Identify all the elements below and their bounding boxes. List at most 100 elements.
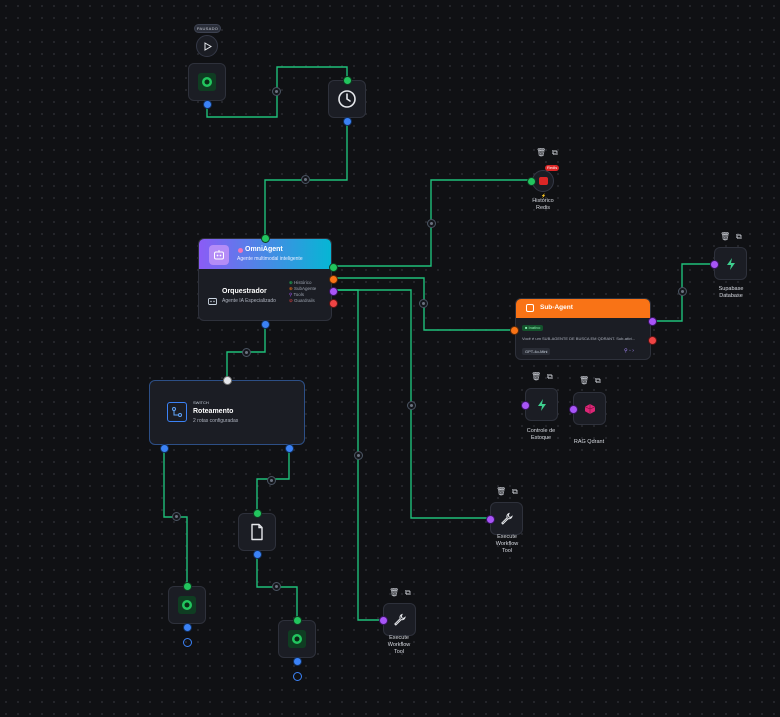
duplicate-icon[interactable]: ⧉	[595, 376, 601, 385]
exec1-label-line3: Tool	[501, 548, 513, 554]
subagent-guardrails-handle[interactable]	[648, 336, 657, 345]
supabase-label-line1: Supabase	[718, 286, 744, 292]
add-node-icon[interactable]	[183, 638, 192, 647]
omniagent-output-handle[interactable]	[261, 320, 270, 329]
exec2-label-line1: Execute	[389, 635, 409, 641]
exec2-input-handle[interactable]	[379, 616, 388, 625]
historico-output-handle[interactable]	[329, 263, 338, 272]
subagent-input-handle[interactable]	[510, 326, 519, 335]
historico-label: Histórico Redis	[522, 198, 564, 212]
historico-input-handle[interactable]	[527, 177, 536, 186]
route1-app-icon	[178, 596, 196, 614]
supabase-input-handle[interactable]	[710, 260, 719, 269]
trigger-node[interactable]	[188, 63, 226, 109]
port-historico-label: Histórico	[294, 280, 312, 285]
port-list: ⊕ Histórico ⊕ SubAgente ⚲ Tools ⊘ Guardr…	[289, 280, 316, 304]
omniagent-node[interactable]: OmniAgent Agente multimodal inteligente …	[198, 234, 338, 329]
edge-marker[interactable]	[172, 512, 181, 521]
rag-input-handle[interactable]	[569, 405, 578, 414]
omniagent-subtitle: Agente multimodal inteligente	[237, 256, 303, 262]
route1-input-handle[interactable]	[183, 582, 192, 591]
duplicate-icon[interactable]: ⧉	[552, 148, 558, 157]
play-icon	[204, 41, 212, 51]
delete-icon[interactable]: 🗑	[531, 372, 542, 381]
file-output-handle[interactable]	[253, 550, 262, 559]
switch-route2-handle[interactable]	[285, 444, 294, 453]
status-dot	[238, 248, 243, 253]
edge-marker[interactable]	[301, 175, 310, 184]
duplicate-icon[interactable]: ⧉	[512, 487, 518, 496]
execute-button[interactable]	[196, 35, 218, 57]
omniagent-input-handle[interactable]	[261, 234, 270, 243]
trigger-app-icon	[198, 73, 216, 91]
historico-status-dot: ⚡	[541, 193, 546, 198]
schedule-input-handle[interactable]	[343, 76, 352, 85]
edge-marker[interactable]	[419, 299, 428, 308]
edge-marker[interactable]	[407, 401, 416, 410]
port-subagente-label: SubAgente	[294, 286, 317, 291]
guardrails-output-handle[interactable]	[329, 299, 338, 308]
rag-node[interactable]	[569, 392, 606, 425]
subagent-description: Você é um SUB-AGENTE DE BUSCA EM QDRANT.…	[522, 336, 636, 341]
wrench-icon	[501, 512, 513, 525]
redis-icon	[538, 177, 548, 185]
duplicate-icon[interactable]: ⧉	[405, 588, 411, 597]
file-icon	[251, 523, 263, 541]
trigger-output-handle[interactable]	[203, 100, 212, 109]
delete-icon[interactable]: 🗑	[536, 148, 547, 157]
switch-route1-handle[interactable]	[160, 444, 169, 453]
bolt-icon	[726, 257, 735, 270]
delete-icon[interactable]: 🗑	[389, 588, 400, 597]
edge-marker[interactable]	[272, 87, 281, 96]
delete-icon[interactable]: 🗑	[579, 376, 590, 385]
switch-node[interactable]: SWITCH Roteamento 2 rotas configuradas	[149, 376, 305, 453]
controle-node[interactable]	[521, 388, 558, 421]
route2-input-handle[interactable]	[293, 616, 302, 625]
exec2-node[interactable]	[379, 603, 416, 636]
controle-label: Controle de Estoque	[516, 428, 566, 442]
status-badge-label: PAUSADO	[196, 26, 219, 31]
schedule-node[interactable]	[328, 76, 366, 126]
switch-title: Roteamento	[193, 408, 234, 415]
route2-output-handle[interactable]	[293, 657, 302, 666]
switch-badge: SWITCH	[193, 400, 209, 405]
supabase-node[interactable]	[710, 247, 747, 280]
schedule-output-handle[interactable]	[343, 117, 352, 126]
bolt-icon	[537, 398, 546, 411]
subagent-output-handle[interactable]	[329, 275, 338, 284]
switch-input-handle[interactable]	[223, 376, 232, 385]
add-node-icon[interactable]	[293, 672, 302, 681]
subagent-actions: ⚲ ◦ ›	[624, 348, 634, 354]
historico-node[interactable]: Redis	[527, 165, 560, 192]
tools-output-handle[interactable]	[329, 287, 338, 296]
route1-node[interactable]	[168, 582, 206, 632]
file-input-handle[interactable]	[253, 509, 262, 518]
exec1-input-handle[interactable]	[486, 515, 495, 524]
file-node[interactable]	[238, 509, 276, 559]
role-title: Orquestrador	[222, 288, 267, 295]
delete-icon[interactable]: 🗑	[496, 487, 507, 496]
historico-label-line1: Histórico	[532, 198, 554, 204]
edge-marker[interactable]	[427, 219, 436, 228]
redis-badge: Redis	[545, 165, 560, 171]
switch-subtitle: 2 rotas configuradas	[193, 418, 239, 424]
exec1-label-line2: Workflow	[495, 541, 519, 547]
controle-input-handle[interactable]	[521, 401, 530, 410]
delete-icon[interactable]: 🗑	[720, 232, 731, 241]
route2-app-icon	[288, 630, 306, 648]
exec1-node[interactable]	[486, 502, 523, 535]
edge-marker[interactable]	[267, 476, 276, 485]
route2-node[interactable]	[278, 616, 316, 666]
edge-marker[interactable]	[678, 287, 687, 296]
subagent-node[interactable]: Sub-Agent ■ Inativo Você é um SUB-AGENTE…	[510, 298, 657, 360]
subagent-tools-handle[interactable]	[648, 317, 657, 326]
edge-marker[interactable]	[242, 348, 251, 357]
duplicate-icon[interactable]: ⧉	[736, 232, 742, 241]
duplicate-icon[interactable]: ⧉	[547, 372, 553, 381]
port-tools-label: Tools	[293, 292, 304, 297]
edge-marker[interactable]	[354, 451, 363, 460]
subagent-model: GPT-4o-Mini	[522, 348, 551, 355]
route1-output-handle[interactable]	[183, 623, 192, 632]
omniagent-title: OmniAgent	[245, 246, 283, 253]
edge-marker[interactable]	[272, 582, 281, 591]
